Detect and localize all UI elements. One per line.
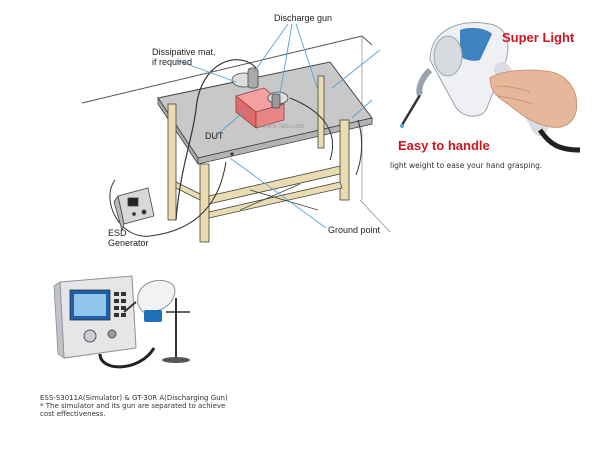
setup-illustration bbox=[81, 23, 390, 243]
label-esd-generator-1: ESD bbox=[108, 228, 127, 238]
label-dissipative-mat-2: if required bbox=[152, 57, 193, 67]
super-light-label: Super Light bbox=[502, 30, 575, 45]
label-esd-generator-2: Generator bbox=[108, 238, 149, 248]
product-photo-panel bbox=[40, 268, 220, 378]
gun-photo-caption: light weight to ease your hand grasping. bbox=[390, 161, 543, 170]
esd-setup-diagram: Discharge gun Dissipative mat, if requir… bbox=[0, 0, 390, 260]
product-caption-line3: cost effectiveness. bbox=[40, 410, 106, 418]
gun-photo-panel: Super Light Easy to handle light weight … bbox=[390, 0, 600, 180]
label-dissipative-mat-1: Dissipative mat, bbox=[152, 47, 216, 57]
label-dut: DUT bbox=[205, 131, 224, 141]
simulator-and-gun-image bbox=[53, 275, 190, 369]
label-discharge-gun: Discharge gun bbox=[274, 13, 333, 23]
product-caption-line2: * The simulator and its gun are separate… bbox=[40, 402, 226, 410]
easy-to-handle-label: Easy to handle bbox=[398, 138, 490, 153]
pointer-lines bbox=[175, 23, 381, 229]
watermark: www.5itst.com bbox=[262, 122, 305, 130]
label-ground-point: Ground point bbox=[328, 225, 381, 235]
product-caption-line1: ESS-S3011A(Simulator) & GT-30R A(Dischar… bbox=[40, 394, 228, 402]
esd-generator bbox=[113, 187, 155, 232]
discharge-gun-left bbox=[231, 67, 259, 89]
table-legs bbox=[167, 75, 350, 243]
gun-in-hand-image bbox=[400, 22, 581, 153]
discharge-gun-right bbox=[267, 91, 289, 109]
